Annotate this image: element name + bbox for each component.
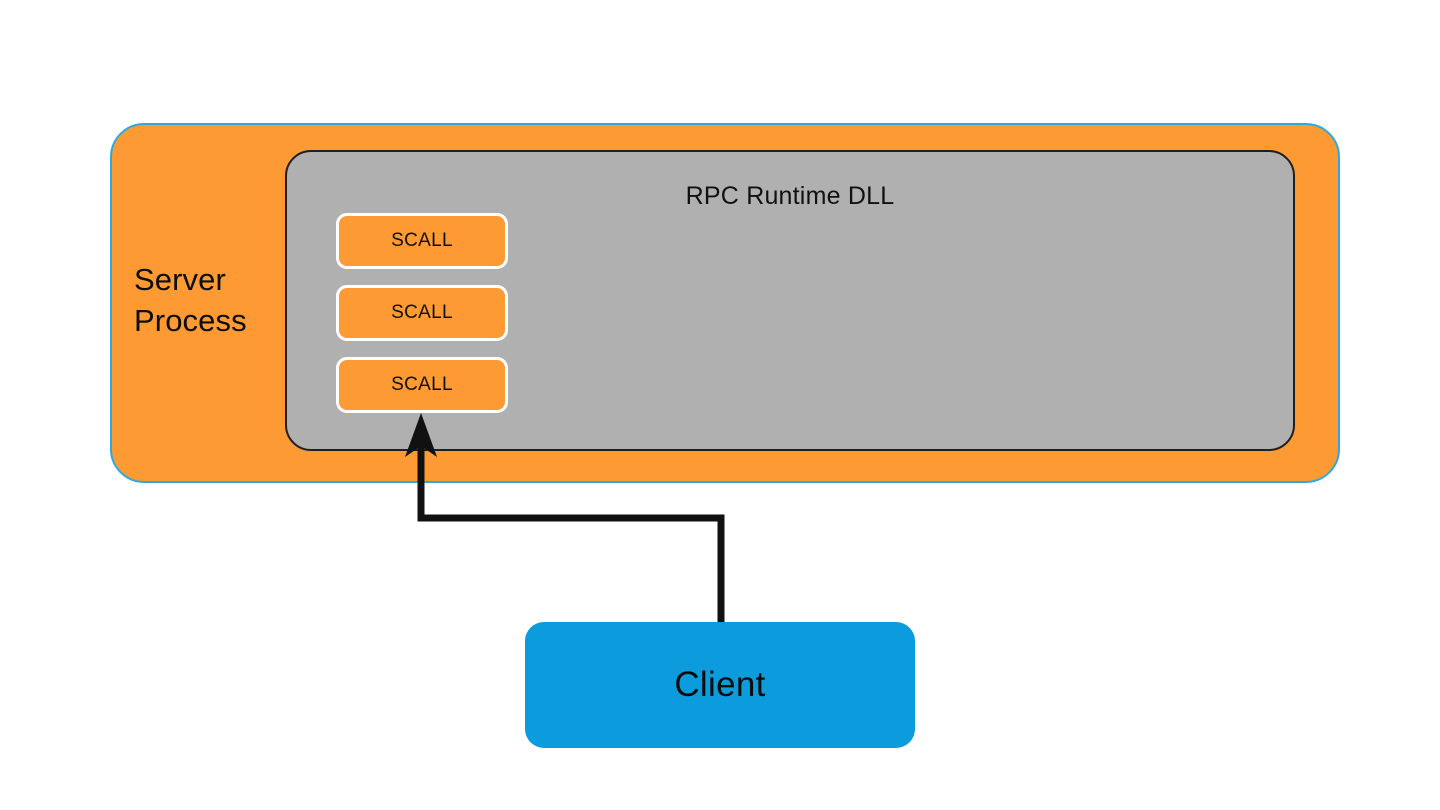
scall-box-3[interactable]: SCALL	[336, 357, 508, 413]
rpc-runtime-dll-title: RPC Runtime DLL	[685, 182, 895, 210]
server-process-label: Server Process	[134, 262, 247, 339]
client-box[interactable]: Client	[525, 622, 915, 748]
scall-box-1[interactable]: SCALL	[336, 213, 508, 269]
scall-box-2[interactable]: SCALL	[336, 285, 508, 341]
